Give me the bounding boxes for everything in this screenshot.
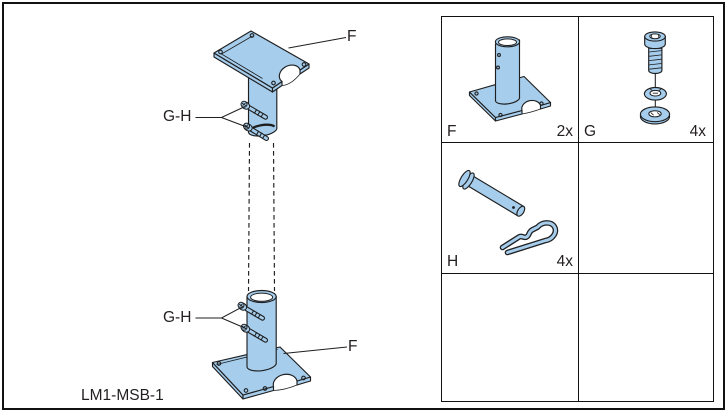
parts-cell-empty-1 (579, 143, 712, 273)
grid-divider-vertical (577, 17, 580, 401)
callout-leader-lines (195, 36, 348, 355)
upper-bracket-plate (213, 30, 310, 93)
callout-lower-hardware: G-H (163, 309, 192, 326)
upper-fastener-bottom (243, 122, 269, 141)
grid-divider-horizontal-1 (442, 141, 713, 144)
model-number-label: LM1-MSB-1 (81, 387, 164, 404)
clevis-pin-r-clip-icon (458, 169, 559, 256)
mast-base-bracket-icon (468, 36, 552, 122)
part-id: F (447, 123, 457, 140)
parts-cell-h: H 4x (442, 143, 579, 273)
bolt-with-washers-icon (639, 31, 671, 125)
callout-upper-bracket: F (347, 28, 357, 45)
part-id: G (584, 123, 597, 140)
alignment-dashed-lines (247, 142, 276, 292)
parts-table: F 2x G 4x H 4x (441, 16, 714, 402)
grid-divider-horizontal-2 (442, 272, 713, 275)
parts-cell-empty-3 (579, 274, 712, 400)
parts-cell-g: G 4x (579, 17, 712, 143)
part-id: H (447, 253, 459, 270)
lower-fastener-top (237, 301, 265, 321)
callout-upper-hardware: G-H (163, 108, 192, 125)
callout-lower-bracket: F (348, 338, 358, 355)
page-frame (2, 2, 725, 410)
parts-cell-f: F 2x (442, 17, 579, 143)
part-qty: 4x (556, 253, 573, 270)
parts-cell-empty-2 (442, 274, 579, 400)
part-qty: 2x (556, 123, 573, 140)
part-qty: 4x (689, 123, 706, 140)
